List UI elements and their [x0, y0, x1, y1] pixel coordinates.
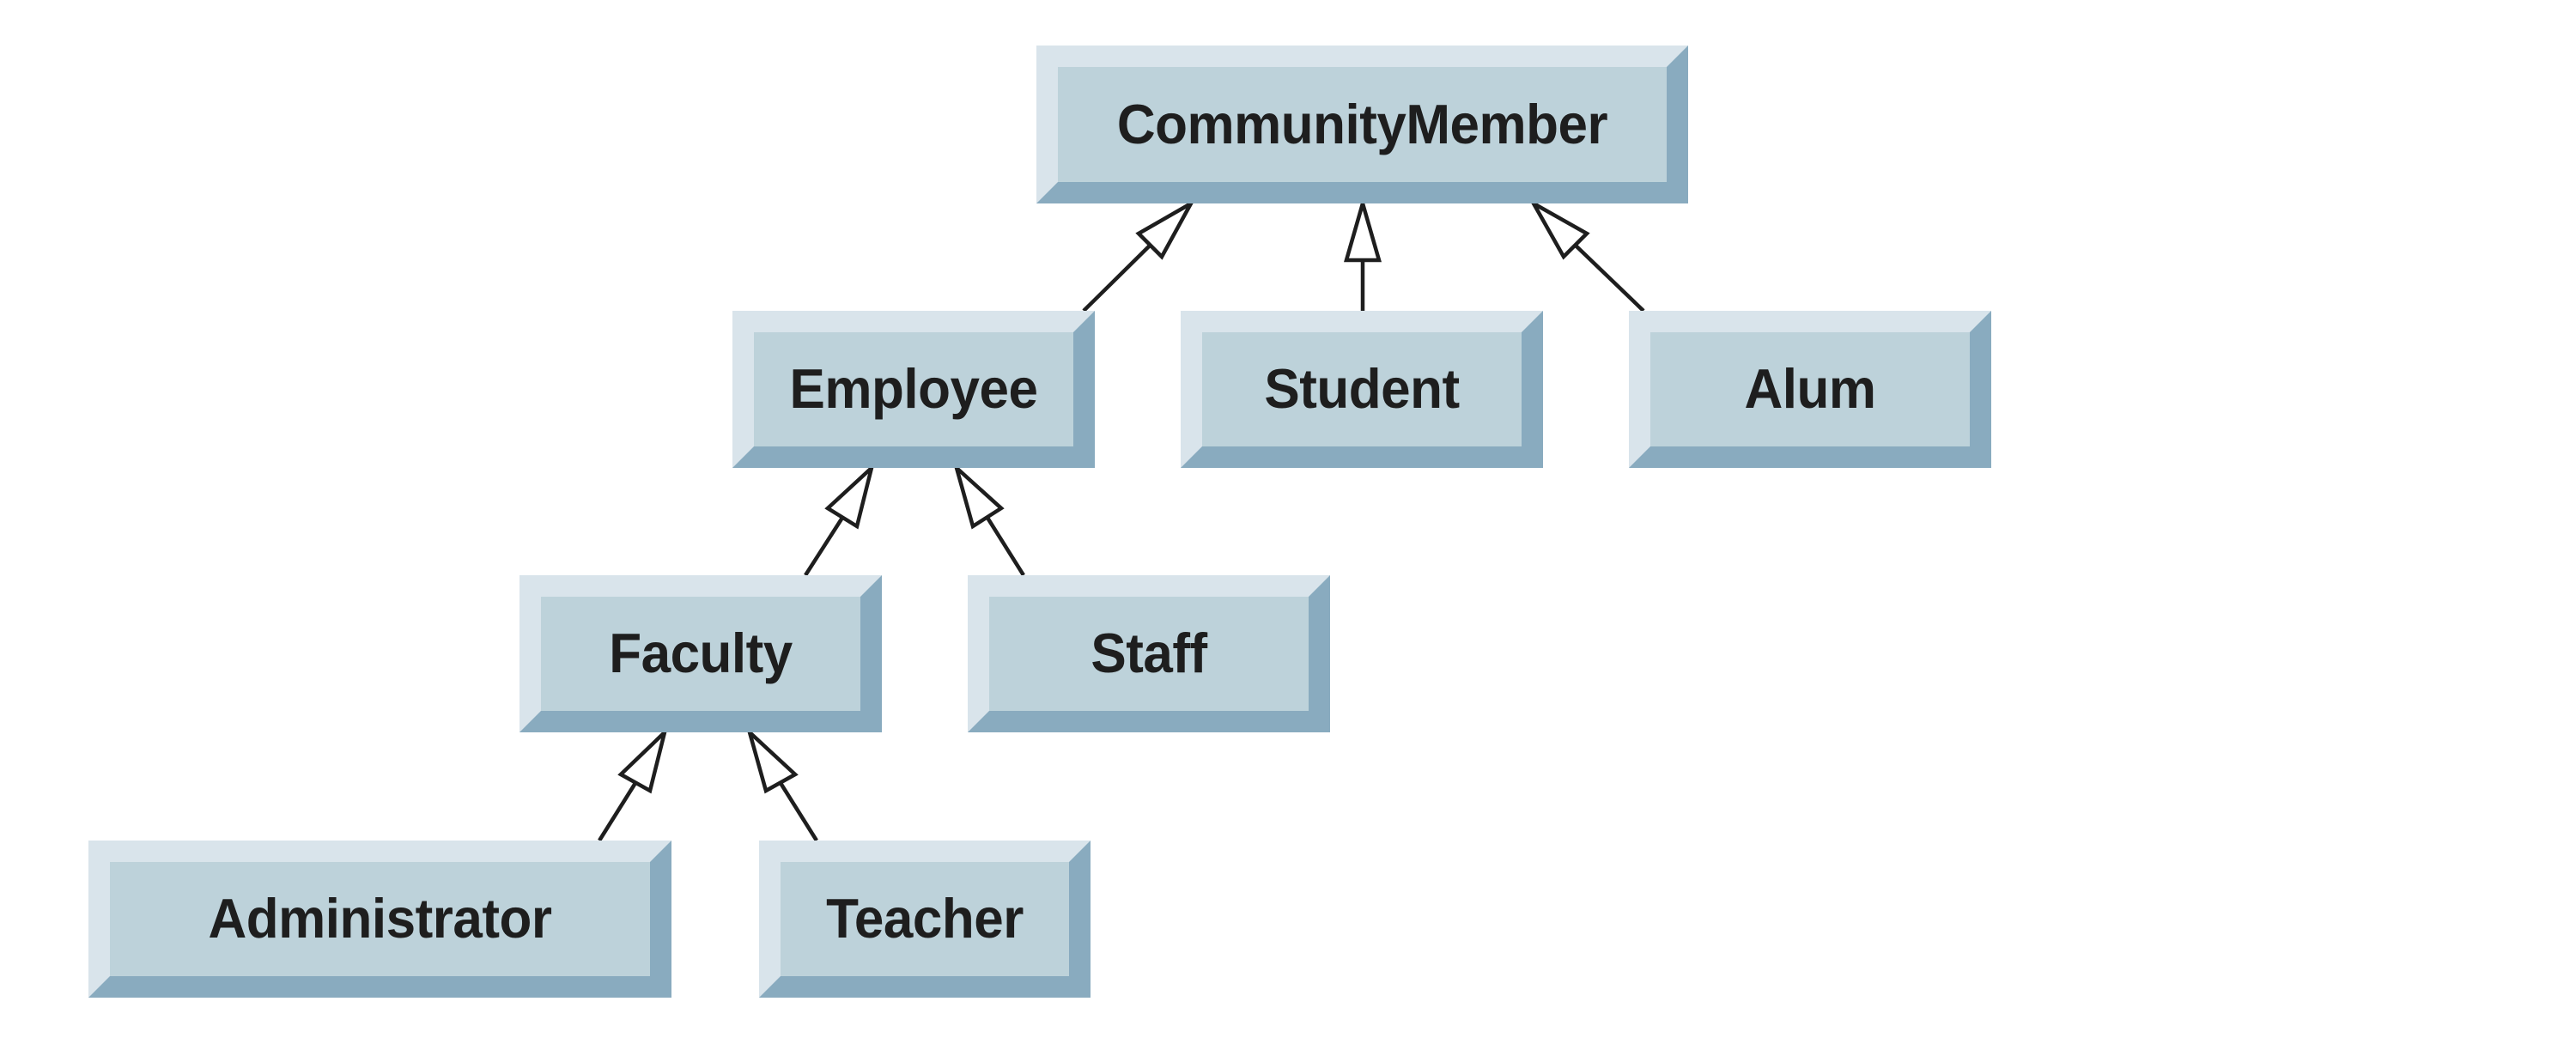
hollow-triangle-arrowhead-icon [1135, 198, 1196, 260]
class-label: Employee [789, 358, 1038, 421]
hollow-triangle-arrowhead-icon [824, 462, 876, 530]
hollow-triangle-arrowhead-icon [617, 725, 669, 794]
class-label: Staff [1091, 622, 1207, 685]
edge-staff-to-employee [952, 462, 1025, 577]
class-node-student[interactable]: Student [1181, 311, 1543, 468]
class-node-teacher[interactable]: Teacher [759, 841, 1091, 998]
class-label: Teacher [826, 888, 1024, 950]
class-node-faculty[interactable]: Faculty [519, 575, 882, 732]
class-node-alum[interactable]: Alum [1629, 311, 1991, 468]
hollow-triangle-arrowhead-icon [952, 462, 1005, 530]
class-label: Faculty [609, 622, 793, 685]
hollow-triangle-arrowhead-icon [745, 725, 799, 794]
edge-student-to-communitymember [1344, 196, 1382, 311]
class-node-staff[interactable]: Staff [968, 575, 1330, 732]
class-node-administrator[interactable]: Administrator [88, 841, 671, 998]
edge-teacher-to-faculty [745, 725, 818, 842]
edge-employee-to-communitymember [1082, 198, 1196, 313]
edge-faculty-to-employee [804, 462, 876, 577]
edge-alum-to-communitymember [1528, 198, 1645, 313]
class-label: Administrator [208, 888, 552, 950]
edge-administrator-to-faculty [598, 725, 669, 842]
class-label: Alum [1744, 358, 1877, 421]
class-node-communitymember[interactable]: CommunityMember [1036, 46, 1688, 203]
class-node-employee[interactable]: Employee [732, 311, 1095, 468]
class-label: Student [1264, 358, 1460, 421]
class-label: CommunityMember [1116, 93, 1608, 156]
hollow-triangle-arrowhead-icon [1344, 196, 1382, 263]
hollow-triangle-arrowhead-icon [1528, 198, 1590, 260]
